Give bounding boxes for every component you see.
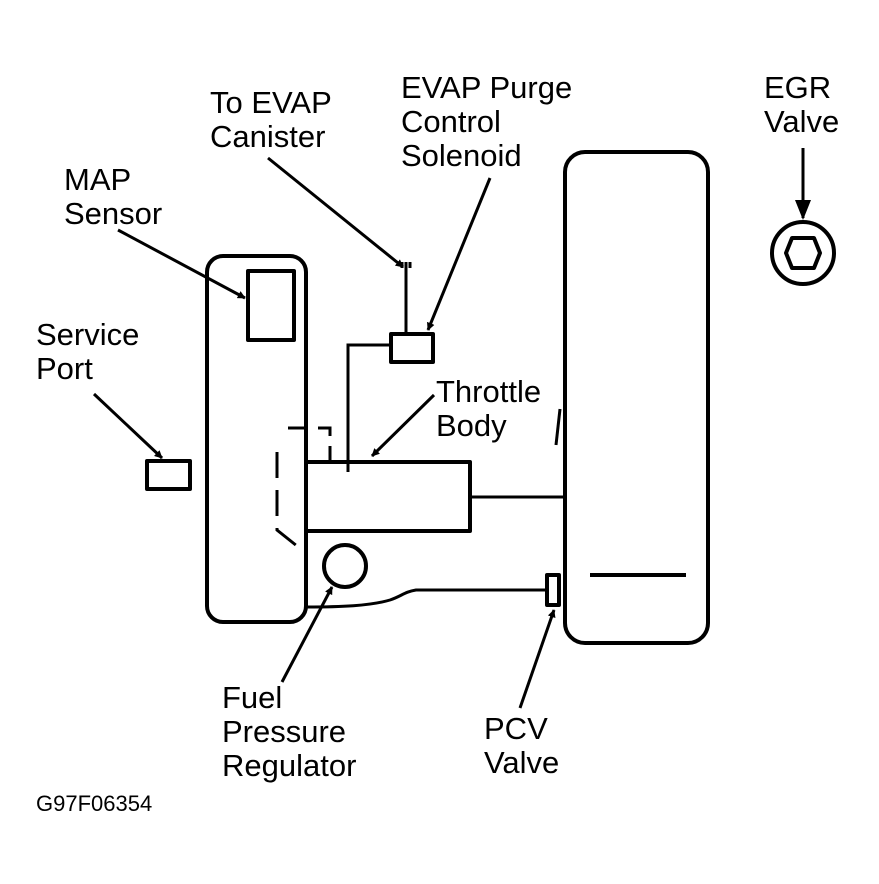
air-cleaner	[563, 150, 710, 645]
label-throttle-body: Throttle Body	[436, 374, 550, 443]
label-map-sensor: MAP Sensor	[64, 162, 162, 231]
pcv-valve-shape	[545, 573, 561, 607]
throttle-body-shape	[306, 460, 472, 533]
evap-purge-solenoid-shape	[389, 332, 435, 364]
egr-valve-inner	[784, 236, 822, 270]
label-egr-valve: EGR Valve	[764, 70, 840, 139]
label-service-port: Service Port	[36, 317, 148, 386]
leader-pcv-valve	[518, 609, 556, 709]
leader-throttle-body	[370, 393, 436, 458]
purge-hose	[346, 343, 391, 472]
hidden-edge	[275, 452, 298, 548]
label-fuel-pressure-regulator: Fuel Pressure Regulator	[222, 680, 356, 783]
figure-code: G97F06354	[36, 791, 152, 816]
egr-valve-shape	[770, 220, 836, 286]
label-pcv-valve: PCV Valve	[484, 711, 559, 780]
leader-map-sensor	[117, 228, 246, 300]
leader-throttle-body-tick	[554, 408, 562, 446]
leader-to-evap-canister	[267, 156, 404, 269]
fuel-pressure-regulator-shape	[322, 543, 368, 589]
map-sensor-shape	[246, 269, 296, 342]
hidden-edge-top	[288, 426, 332, 462]
pcv-hose	[305, 588, 548, 609]
leader-fuel-pressure-regulator	[280, 586, 334, 683]
label-to-evap-canister: To EVAP Canister	[210, 85, 340, 154]
label-evap-purge-solenoid: EVAP Purge Control Solenoid	[401, 70, 581, 173]
leader-evap-purge-solenoid	[426, 177, 492, 331]
leader-service-port	[92, 392, 164, 460]
service-port-shape	[145, 459, 192, 491]
intake-plenum	[205, 254, 308, 624]
